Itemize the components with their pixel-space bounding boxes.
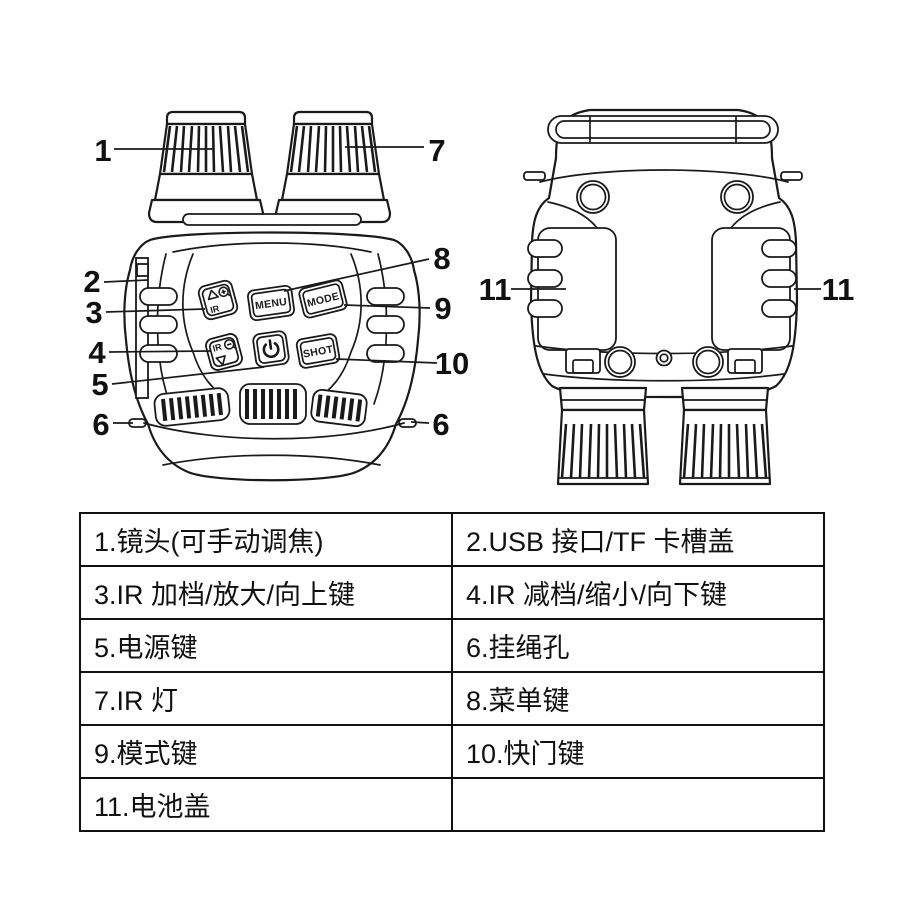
callout-6-right: 6 bbox=[432, 407, 449, 442]
screw-hole-right bbox=[720, 180, 754, 214]
front-view-diagram: IR IR MENU MODE bbox=[123, 110, 421, 482]
ir-down-button-drawing: IR bbox=[205, 333, 243, 371]
callout-3: 3 bbox=[85, 295, 102, 330]
callout-4: 4 bbox=[88, 335, 106, 370]
grip-ridges-left bbox=[139, 287, 178, 363]
vent-grille-left bbox=[153, 387, 231, 427]
latch-left bbox=[565, 348, 601, 374]
bottom-opening-left bbox=[604, 346, 636, 378]
shot-button-drawing: SHOT bbox=[295, 333, 341, 369]
ir-label: IR bbox=[211, 342, 223, 354]
callout-8: 8 bbox=[433, 241, 450, 276]
table-row: 11.电池盖 bbox=[79, 777, 825, 832]
part-label-cell bbox=[451, 777, 825, 832]
vent-grille-right bbox=[310, 388, 368, 428]
callout-1: 1 bbox=[94, 133, 111, 168]
objective-barrel-right bbox=[678, 386, 772, 486]
menu-button-drawing: MENU bbox=[247, 284, 295, 322]
part-label-cell: 10.快门键 bbox=[451, 724, 825, 779]
callout-11-right: 11 bbox=[822, 272, 855, 307]
grip-ridges-right bbox=[366, 287, 405, 363]
part-label-cell: 8.菜单键 bbox=[451, 671, 825, 726]
power-button-drawing bbox=[252, 330, 290, 368]
down-triangle-icon bbox=[215, 355, 226, 366]
bottom-view-diagram bbox=[523, 108, 803, 486]
side-tab-right bbox=[780, 171, 803, 181]
part-label-cell: 3.IR 加档/放大/向上键 bbox=[79, 565, 453, 620]
battery-ridges-right bbox=[761, 239, 797, 318]
part-label-cell: 6.挂绳孔 bbox=[451, 618, 825, 673]
part-label-cell: 9.模式键 bbox=[79, 724, 453, 779]
callout-11-left: 11 bbox=[479, 272, 512, 307]
table-row: 7.IR 灯 8.菜单键 bbox=[79, 671, 825, 726]
ir-label: IR bbox=[209, 303, 221, 315]
callout-10: 10 bbox=[435, 346, 469, 381]
side-tab-left bbox=[523, 171, 546, 181]
menu-label: MENU bbox=[254, 296, 287, 312]
magnifier-minus-icon bbox=[223, 339, 237, 350]
callout-2: 2 bbox=[83, 264, 100, 299]
shot-label: SHOT bbox=[302, 343, 334, 360]
vent-grille-center bbox=[239, 383, 307, 425]
eyepiece-opening bbox=[547, 115, 779, 144]
mode-button-drawing: MODE bbox=[298, 279, 348, 319]
callout-9: 9 bbox=[434, 291, 451, 326]
battery-ridges-left bbox=[527, 239, 563, 318]
part-label-cell: 2.USB 接口/TF 卡槽盖 bbox=[451, 512, 825, 567]
part-label-cell: 5.电源键 bbox=[79, 618, 453, 673]
part-label-cell: 7.IR 灯 bbox=[79, 671, 453, 726]
leader-lines bbox=[103, 146, 821, 424]
part-label-cell: 1.镜头(可手动调焦) bbox=[79, 512, 453, 567]
bottom-opening-right bbox=[692, 346, 724, 378]
up-triangle-icon bbox=[207, 289, 219, 301]
table-row: 3.IR 加档/放大/向上键 4.IR 减档/缩小/向下键 bbox=[79, 565, 825, 620]
parts-table: 1.镜头(可手动调焦) 2.USB 接口/TF 卡槽盖 3.IR 加档/放大/向… bbox=[79, 512, 825, 832]
callout-7: 7 bbox=[428, 133, 445, 168]
eyepiece-right bbox=[274, 110, 392, 224]
table-row: 5.电源键 6.挂绳孔 bbox=[79, 618, 825, 673]
tripod-mount-hole bbox=[655, 349, 673, 367]
eyepiece-left bbox=[147, 110, 265, 224]
latch-right bbox=[727, 348, 763, 374]
magnifier-plus-icon bbox=[218, 286, 232, 298]
objective-barrel-left bbox=[556, 386, 650, 486]
screw-hole-left bbox=[576, 180, 610, 214]
screen-hood-strip bbox=[182, 213, 362, 226]
callout-5: 5 bbox=[91, 367, 108, 402]
table-row: 9.模式键 10.快门键 bbox=[79, 724, 825, 779]
callout-numbers: 1 7 2 3 4 5 6 6 8 9 10 11 11 bbox=[83, 133, 854, 442]
part-label-cell: 11.电池盖 bbox=[79, 777, 453, 832]
ir-up-button-drawing: IR bbox=[197, 279, 239, 321]
power-icon bbox=[262, 339, 280, 358]
part-label-cell: 4.IR 减档/缩小/向下键 bbox=[451, 565, 825, 620]
callout-6-left: 6 bbox=[92, 407, 109, 442]
table-row: 1.镜头(可手动调焦) 2.USB 接口/TF 卡槽盖 bbox=[79, 512, 825, 567]
